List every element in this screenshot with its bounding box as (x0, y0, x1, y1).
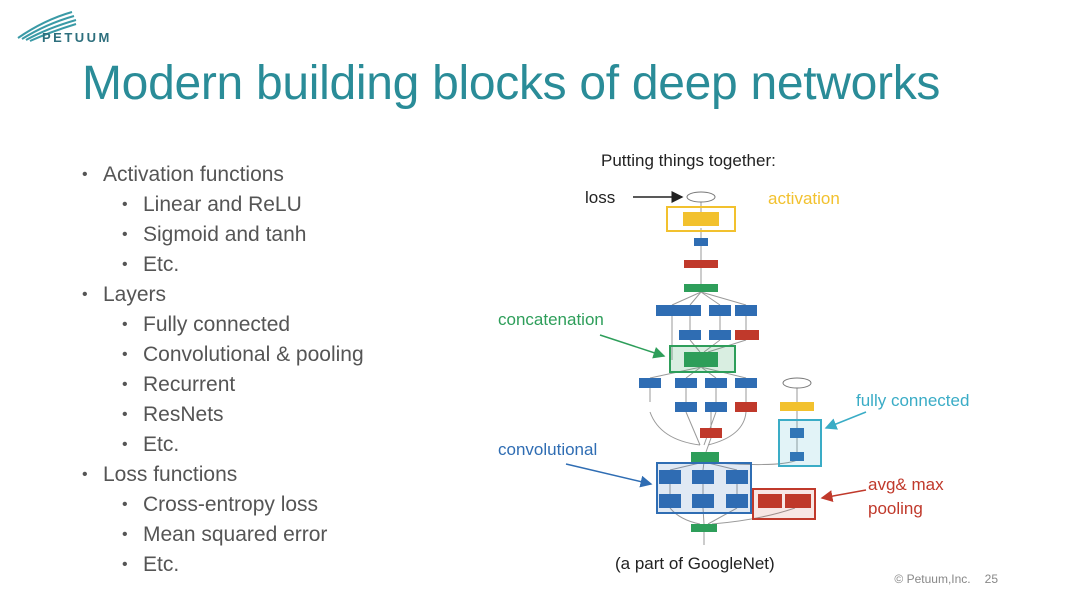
convolutional-label: convolutional (498, 440, 597, 459)
bullet-mse: Mean squared error (82, 520, 482, 550)
softmax-node-side (782, 377, 812, 389)
bullet-cross-entropy: Cross-entropy loss (82, 490, 482, 520)
concat-node-mid (684, 352, 718, 367)
convolutional-highlight-box (656, 462, 752, 514)
petuum-logo-icon (17, 11, 77, 42)
concatenation-highlight-box (669, 345, 736, 373)
bullet-conv-pooling: Convolutional & pooling (82, 340, 482, 370)
fully-connected-highlight-box (778, 419, 822, 467)
bullet-sigmoid-tanh: Sigmoid and tanh (82, 220, 482, 250)
concat-node-lower (691, 452, 719, 462)
bullet-loss-functions: Loss functions (82, 460, 482, 490)
concatenation-arrow (599, 334, 666, 359)
activation-node-side (780, 402, 814, 411)
bullet-layers-etc: Etc. (82, 430, 482, 460)
loss-label: loss (585, 188, 615, 207)
softmax-node-top (686, 191, 716, 203)
bullet-linear-relu: Linear and ReLU (82, 190, 482, 220)
slide-title: Modern building blocks of deep networks (82, 57, 941, 110)
fc-node-top (694, 238, 708, 246)
bullet-activation-functions: Activation functions (82, 160, 482, 190)
concat-node-top (684, 284, 718, 292)
bullet-fully-connected: Fully connected (82, 310, 482, 340)
pooling-arrow (820, 489, 867, 503)
bullet-list: Activation functions Linear and ReLU Sig… (82, 160, 482, 580)
fully-connected-label: fully connected (856, 391, 969, 410)
activation-highlight-box (666, 206, 736, 232)
avgpool-node-top (684, 260, 718, 268)
concat-node-bottom (691, 524, 717, 532)
logo-text: PETUUM (42, 30, 112, 45)
bullet-layers: Layers (82, 280, 482, 310)
copyright-text: © Petuum,Inc. (894, 572, 971, 586)
bullet-loss-etc: Etc. (82, 550, 482, 580)
diagram-heading: Putting things together: (601, 151, 776, 170)
pooling-label-line1: avg& max (868, 475, 944, 494)
activation-node-top (683, 212, 719, 226)
bullet-activation-etc: Etc. (82, 250, 482, 280)
convolutional-arrow (565, 463, 653, 488)
activation-label: activation (768, 189, 840, 208)
fully-connected-arrow (824, 411, 867, 430)
bullet-resnets: ResNets (82, 400, 482, 430)
diagram-caption: (a part of GoogleNet) (615, 554, 775, 573)
slide-footer: © Petuum,Inc. 25 (880, 572, 998, 586)
page-number: 25 (984, 572, 998, 586)
main-nodes (639, 191, 814, 532)
pooling-label-line2: pooling (868, 499, 923, 518)
bullet-recurrent: Recurrent (82, 370, 482, 400)
pooling-highlight-box (752, 488, 816, 520)
concatenation-label: concatenation (498, 310, 604, 329)
